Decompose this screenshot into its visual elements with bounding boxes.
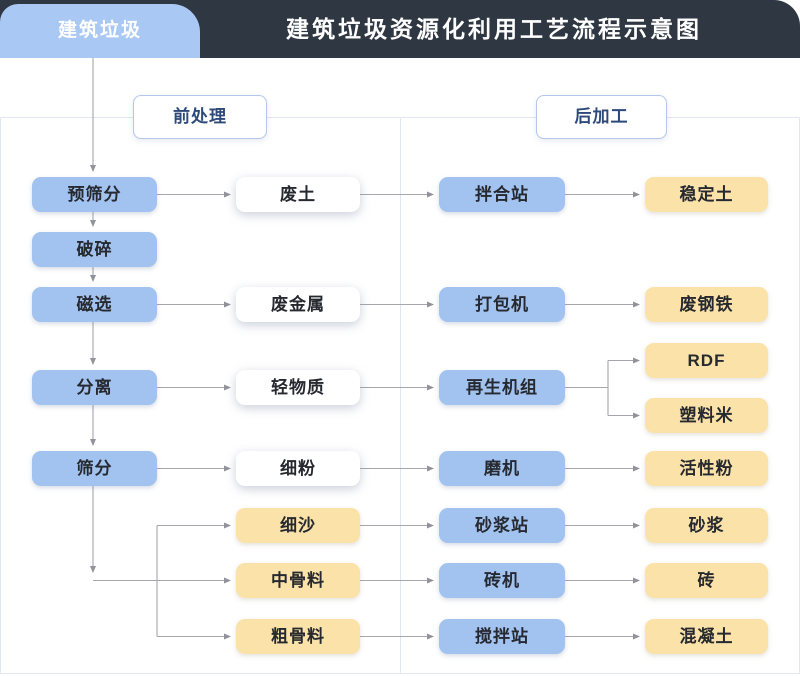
source-badge: 建筑垃圾	[0, 4, 200, 58]
flow-node-stabilized_soil: 稳定土	[645, 177, 768, 212]
flow-node-baler: 打包机	[439, 287, 565, 322]
flow-node-fine_powder: 细粉	[236, 451, 360, 486]
flow-node-mixing_station: 拌合站	[439, 177, 565, 212]
flow-node-concrete_station: 搅拌站	[439, 619, 565, 654]
flow-node-screen: 筛分	[32, 451, 157, 486]
flow-node-light_material: 轻物质	[236, 370, 360, 405]
flow-node-pre_screen: 预筛分	[32, 177, 157, 212]
flow-node-regen_unit: 再生机组	[439, 370, 565, 405]
flow-node-rdf: RDF	[645, 343, 768, 378]
flow-node-mortar: 砂浆	[645, 508, 768, 543]
section-label-postprocessing: 后加工	[536, 95, 667, 139]
flow-node-scrap_metal: 废金属	[236, 287, 360, 322]
flow-node-coarse_aggregate: 粗骨料	[236, 619, 360, 654]
flow-node-mill: 磨机	[439, 451, 565, 486]
flow-node-plastic_pellets: 塑料米	[645, 398, 768, 433]
flow-node-scrap_steel: 废钢铁	[645, 287, 768, 322]
flow-node-fine_sand: 细沙	[236, 508, 360, 543]
flow-node-brick_machine: 砖机	[439, 563, 565, 598]
panel-divider	[400, 117, 401, 673]
flow-node-active_powder: 活性粉	[645, 451, 768, 486]
section-label-pretreatment: 前处理	[133, 95, 267, 139]
flow-node-magnetic: 磁选	[32, 287, 157, 322]
flow-node-waste_soil: 废土	[236, 177, 360, 212]
flow-node-concrete: 混凝土	[645, 619, 768, 654]
flow-node-mortar_station: 砂浆站	[439, 508, 565, 543]
flow-node-brick: 砖	[645, 563, 768, 598]
flow-node-separate: 分离	[32, 370, 157, 405]
page-title: 建筑垃圾资源化利用工艺流程示意图	[286, 16, 702, 42]
flow-node-crush: 破碎	[32, 232, 157, 267]
flow-node-medium_aggregate: 中骨料	[236, 563, 360, 598]
